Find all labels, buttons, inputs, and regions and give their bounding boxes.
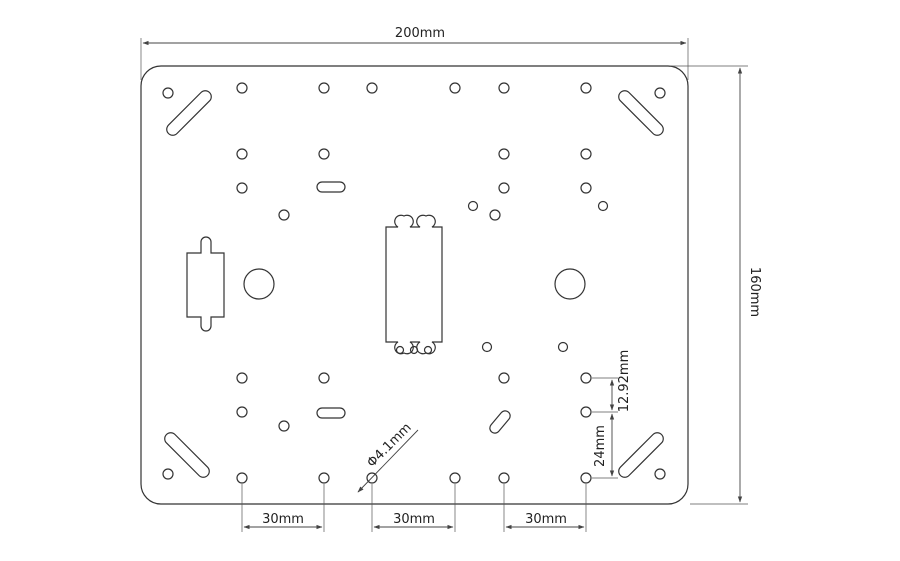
hole-diameter-callout: Φ4.1mm [357, 420, 419, 493]
vertical-dimension-lower: 24mm [592, 413, 618, 479]
large-holes [243, 268, 586, 300]
plate-outline [140, 65, 689, 505]
corner-slots [164, 90, 664, 478]
spacing-dimension-right: 30mm [503, 484, 587, 532]
slot-top-left [166, 90, 212, 136]
vertical-dimension-upper: 12.92mm [592, 350, 632, 413]
vertical-upper-label: 12.92mm [617, 350, 632, 413]
spacing-middle-label: 30mm [393, 512, 435, 527]
corner-holes [162, 87, 666, 480]
slot-bottom-left [164, 432, 210, 478]
center-cutout [385, 214, 443, 355]
slot-bottom-right [618, 432, 664, 478]
spacing-dimension-left: 30mm [241, 484, 325, 532]
spacing-right-label: 30mm [525, 512, 567, 527]
small-slots [316, 181, 511, 434]
spacing-dimension-middle: 30mm [371, 484, 456, 532]
width-dimension: 200mm [140, 26, 689, 80]
left-cutout [186, 236, 225, 332]
height-dimension: 160mm [670, 65, 762, 505]
overall-width-label: 200mm [395, 26, 445, 41]
overall-height-label: 160mm [747, 267, 762, 317]
spacing-left-label: 30mm [262, 512, 304, 527]
mounting-holes [236, 82, 609, 484]
vertical-lower-label: 24mm [593, 425, 608, 467]
slot-top-right [618, 90, 664, 136]
hole-diameter-label: Φ4.1mm [364, 420, 414, 470]
